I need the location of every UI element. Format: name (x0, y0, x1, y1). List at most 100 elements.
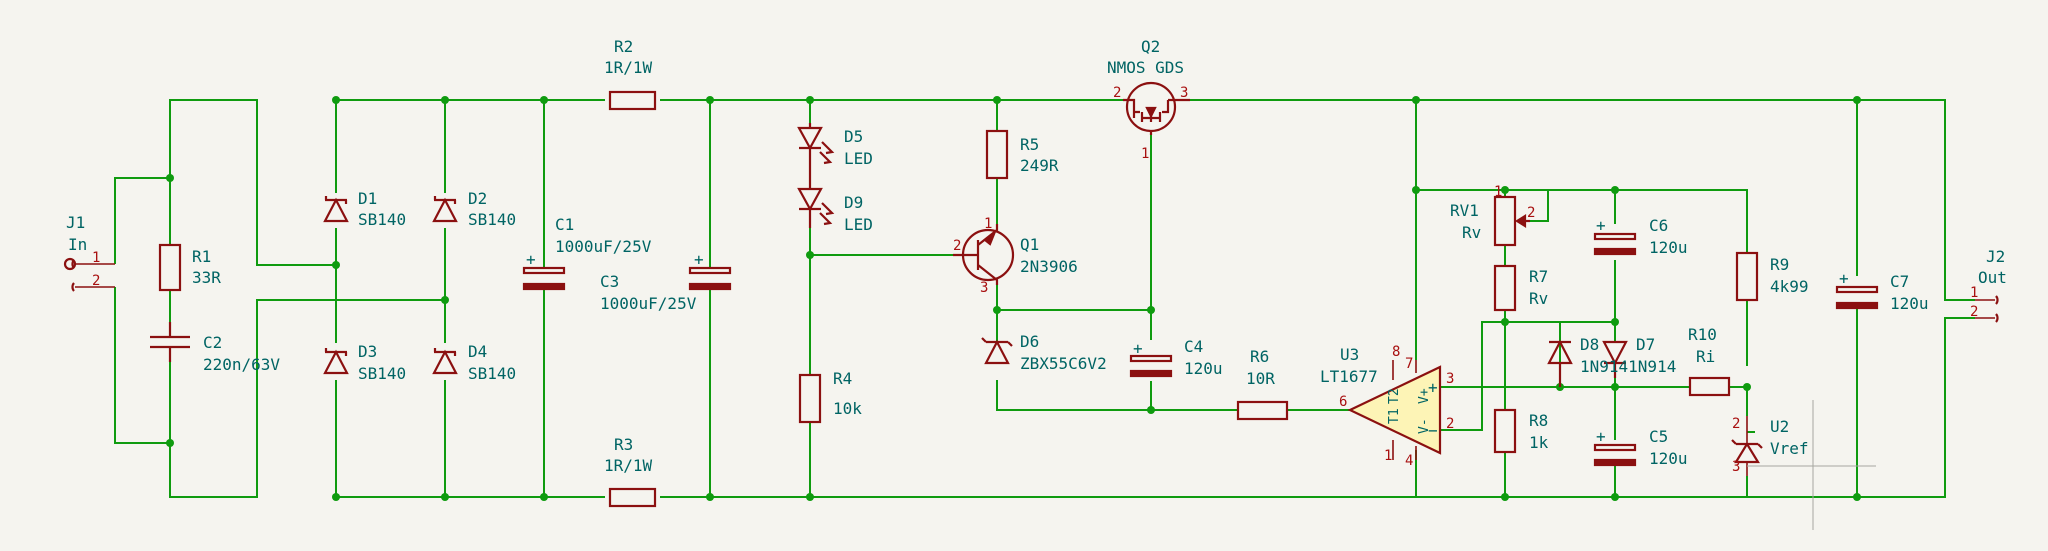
q2-value: NMOS GDS (1107, 58, 1184, 77)
d4-ref: D4 (468, 342, 487, 361)
q2-pin-1: 1 (1141, 146, 1149, 162)
u2-pin-3: 3 (1732, 459, 1740, 475)
resistor-r8[interactable]: R8 1k (1493, 408, 1549, 454)
c4-ref: C4 (1184, 337, 1203, 356)
c1-value: 1000uF/25V (555, 237, 652, 256)
j2-pin-1: 1 (1970, 285, 1978, 301)
connector-j1[interactable]: J1 In 1 2 (63, 213, 115, 292)
capacitor-c3[interactable]: + C3 1000uF/25V (600, 250, 732, 313)
capacitor-c7[interactable]: + C7 120u (1835, 269, 1929, 313)
r6-ref: R6 (1250, 347, 1269, 366)
zener-d6[interactable]: D6 ZBX55C6V2 (981, 332, 1107, 373)
diode-d8[interactable]: D8 (1547, 335, 1599, 387)
capacitor-c6[interactable]: + C6 120u (1593, 216, 1688, 257)
wires (114, 99, 1975, 498)
potentiometer-rv1[interactable]: 1 2 RV1 Rv (1450, 184, 1535, 247)
r4-value: 10k (833, 399, 862, 418)
transistor-q1[interactable]: 2 1 3 Q1 2N3906 (953, 216, 1078, 296)
capacitor-c4[interactable]: + C4 120u (1129, 337, 1223, 378)
opamp-u3[interactable]: 6 3 2 7 4 1 8 T1 T2 V+ V- + − U3 LT1677 (1320, 344, 1454, 469)
r9-ref: R9 (1770, 255, 1789, 274)
c4-plus: + (1133, 339, 1143, 358)
u2-pin-2: 2 (1732, 416, 1740, 432)
crosshair-cursor-icon (1747, 400, 1876, 530)
reference-u2[interactable]: 2 3 U2 Vref (1731, 416, 1809, 476)
resistor-r9[interactable]: R9 4k99 (1735, 251, 1809, 302)
diode-d3[interactable]: D3 SB140 (323, 342, 406, 383)
resistor-r4[interactable]: R4 10k (798, 369, 862, 424)
c3-ref: C3 (600, 272, 619, 291)
r4-ref: R4 (833, 369, 852, 388)
u3-t1: T1 (1387, 408, 1402, 424)
resistor-r5[interactable]: R5 249R (985, 129, 1059, 180)
c4-value: 120u (1184, 359, 1223, 378)
connector-j2[interactable]: 1 2 J2 Out (1970, 247, 2007, 323)
resistor-r7[interactable]: R7 Rv (1493, 264, 1548, 312)
r5-ref: R5 (1020, 135, 1039, 154)
r7-ref: R7 (1529, 267, 1548, 286)
r10-value: Ri (1696, 347, 1715, 366)
d9-ref: D9 (844, 193, 863, 212)
r1-value: 33R (192, 268, 221, 287)
j2-pin-2: 2 (1970, 304, 1978, 320)
d6-value: ZBX55C6V2 (1020, 354, 1107, 373)
r2-ref: R2 (614, 37, 633, 56)
j2-ref: J2 (1986, 247, 2005, 266)
r5-value: 249R (1020, 156, 1059, 175)
u3-vplus: V+ (1417, 388, 1432, 404)
resistor-r2[interactable]: R2 1R/1W (604, 37, 657, 111)
diode-d7[interactable]: D7 1N9141N914 (1580, 335, 1676, 378)
diode-d4[interactable]: D4 SB140 (432, 342, 516, 383)
q2-pin-2: 2 (1113, 85, 1121, 101)
capacitor-c1[interactable]: + C1 1000uF/25V (522, 215, 652, 291)
u3-value: LT1677 (1320, 367, 1378, 386)
j1-ref: J1 (66, 213, 85, 232)
q1-ref: Q1 (1020, 235, 1039, 254)
u3-pin-6: 6 (1339, 394, 1347, 410)
u3-pin-1: 1 (1384, 448, 1392, 464)
resistor-r1[interactable]: R1 33R (158, 243, 221, 292)
c2-value: 220n/63V (203, 355, 280, 374)
capacitor-c2[interactable]: C2 220n/63V (150, 322, 280, 374)
d3-ref: D3 (358, 342, 377, 361)
resistor-r3[interactable]: R3 1R/1W (604, 435, 657, 508)
d1-value: SB140 (358, 210, 406, 229)
c5-plus: + (1596, 427, 1606, 446)
q1-value: 2N3906 (1020, 257, 1078, 276)
c7-ref: C7 (1890, 272, 1909, 291)
led-d9[interactable]: D9 LED (797, 187, 873, 234)
r3-ref: R3 (614, 435, 633, 454)
c3-plus: + (694, 250, 704, 269)
d1-ref: D1 (358, 189, 377, 208)
capacitor-c5[interactable]: + C5 120u (1593, 427, 1688, 468)
q1-pin-3: 3 (980, 280, 988, 296)
u3-minus: − (1428, 421, 1438, 440)
d7-ref: D7 (1636, 335, 1655, 354)
resistor-r10[interactable]: R10 Ri (1688, 325, 1731, 397)
u2-value: Vref (1770, 439, 1809, 458)
diode-d1[interactable]: D1 SB140 (323, 189, 406, 229)
c5-ref: C5 (1649, 427, 1668, 446)
rv1-value: Rv (1462, 223, 1481, 242)
u3-pin-3: 3 (1446, 371, 1454, 387)
r8-value: 1k (1529, 433, 1549, 452)
mosfet-q2[interactable]: 2 3 1 Q2 NMOS GDS (1107, 37, 1190, 162)
led-d5[interactable]: D5 LED (797, 123, 873, 188)
rv1-pin-1: 1 (1494, 184, 1502, 200)
j1-pin-1: 1 (92, 250, 100, 266)
d5-value: LED (844, 149, 873, 168)
c6-value: 120u (1649, 238, 1688, 257)
d2-value: SB140 (468, 210, 516, 229)
c2-ref: C2 (203, 333, 222, 352)
d4-value: SB140 (468, 364, 516, 383)
u3-pin-4: 4 (1405, 453, 1413, 469)
q2-pin-3: 3 (1180, 85, 1188, 101)
r3-value: 1R/1W (604, 456, 653, 475)
resistor-r6[interactable]: R6 10R (1236, 347, 1289, 421)
u3-vminus: V- (1417, 418, 1432, 434)
u3-pin-8: 8 (1392, 344, 1400, 360)
rv1-ref: RV1 (1450, 201, 1479, 220)
diode-d2[interactable]: D2 SB140 (432, 189, 516, 229)
c7-value: 120u (1890, 294, 1929, 313)
